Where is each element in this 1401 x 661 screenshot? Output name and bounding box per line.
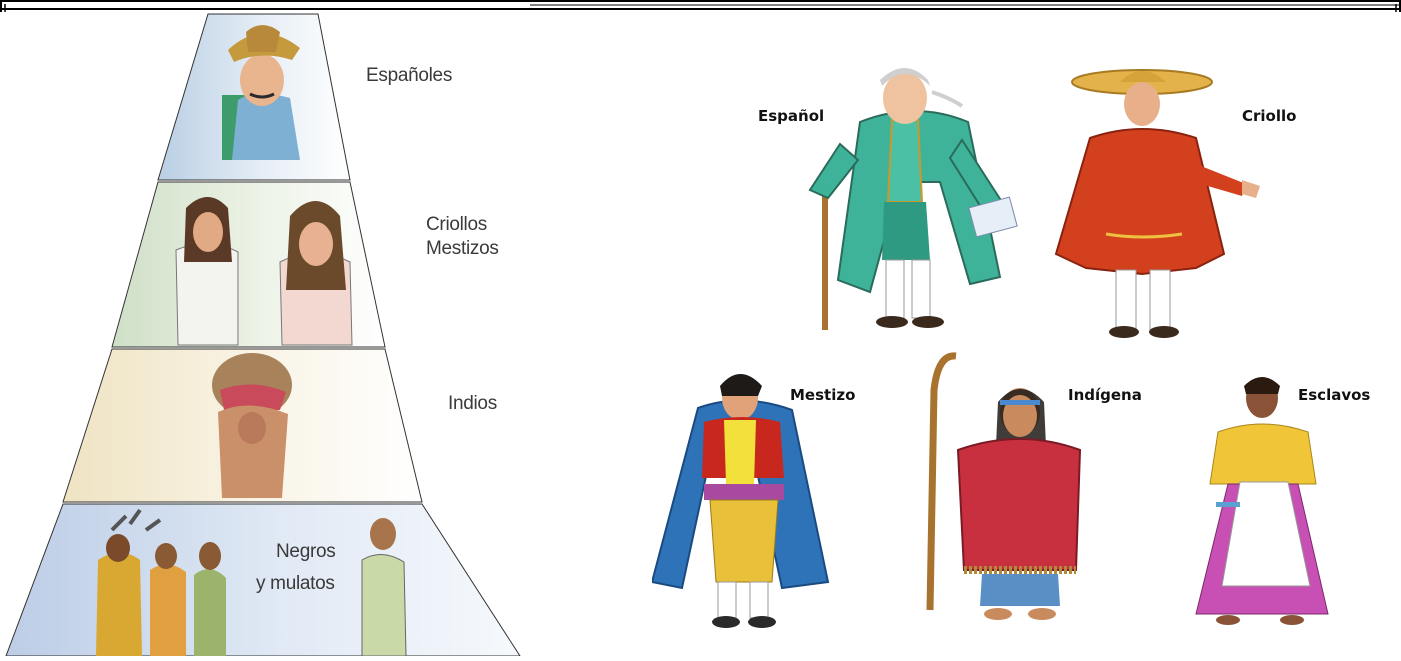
negros-mulatos-group-icon <box>96 508 226 656</box>
figure-label-indigena: Indígena <box>1068 386 1142 404</box>
figure-label-esclavos: Esclavos <box>1298 386 1371 404</box>
indio-portrait-icon <box>212 353 292 498</box>
figure-label-criollo: Criollo <box>1242 107 1297 125</box>
tier-label-negros-mulatos: Negros y mulatos <box>256 541 336 594</box>
figure-label-mestizo: Mestizo <box>790 386 856 404</box>
mestizo-figure-icon <box>652 374 830 628</box>
spaniard-portrait-icon <box>222 25 300 160</box>
mestizo-portrait-icon <box>279 201 353 346</box>
mulato-man-icon <box>361 518 407 657</box>
figure-label-espanol: Español <box>758 107 825 125</box>
criollo-figure-icon <box>1054 69 1260 338</box>
top-border <box>0 0 1401 12</box>
tier-label-indios: Indios <box>448 393 497 414</box>
social-pyramid: Españoles Criollos Mestizos Indios Negro… <box>0 0 540 657</box>
criollo-portrait-icon <box>175 197 239 346</box>
indigenous-figure-icon <box>926 352 1082 620</box>
tier-label-criollos-mestizos: Criollos Mestizos <box>426 214 499 259</box>
slave-figure-icon <box>1195 377 1329 625</box>
tier-label-espanoles: Españoles <box>366 65 453 86</box>
pyramid-diagram <box>5 13 521 657</box>
spaniard-figure-icon <box>808 68 1018 330</box>
